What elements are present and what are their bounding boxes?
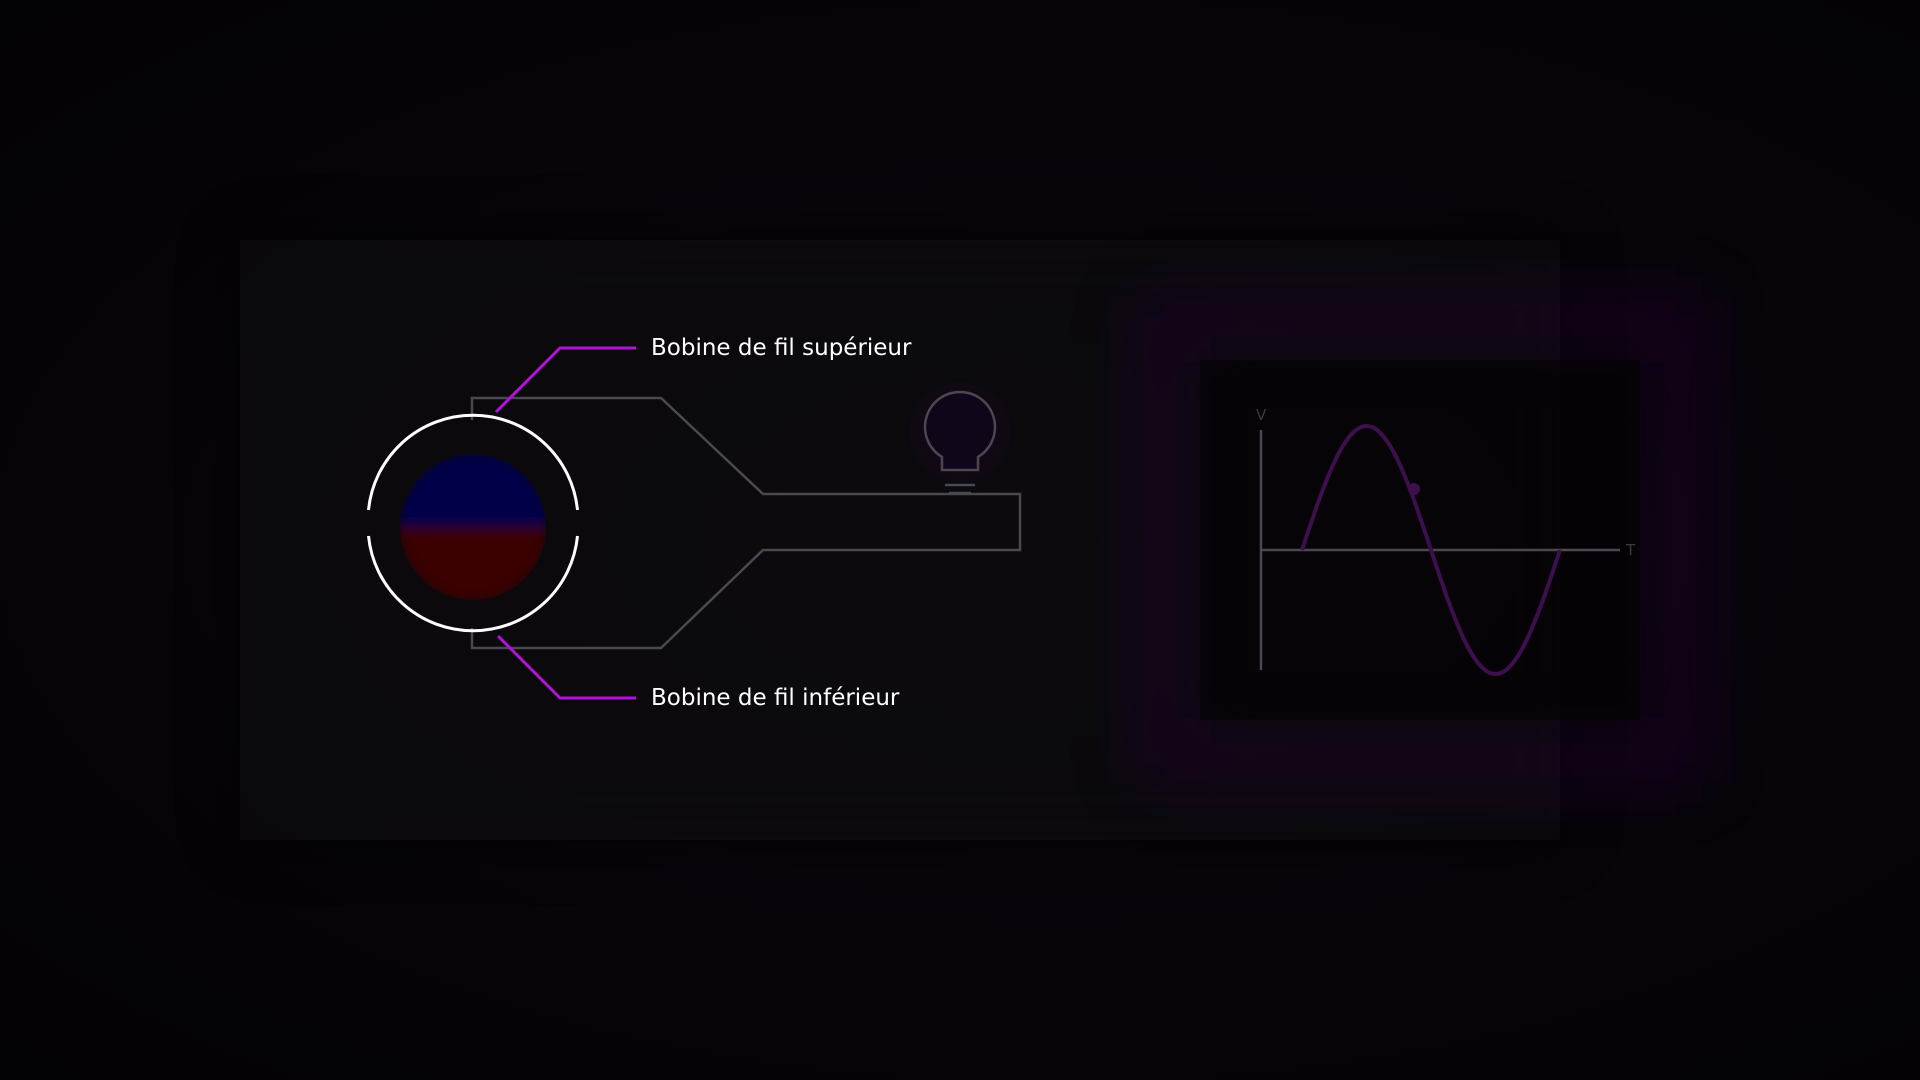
circuit-wires: [470, 396, 1022, 650]
sine-wave-marker: [1408, 483, 1420, 495]
y-axis-label: V: [1256, 406, 1267, 424]
magnet-core: [400, 454, 546, 600]
generator-magnet: [367, 413, 579, 633]
bulb-glass: [923, 390, 997, 472]
x-axis-label: T: [1625, 541, 1636, 559]
graph-panel: [1200, 360, 1640, 720]
graph-glow-frame: [1137, 297, 1703, 783]
circuit-loop: [470, 396, 1022, 650]
coil-ring-lower: [367, 535, 579, 633]
upper-coil-label: Bobine de fil supérieur: [651, 335, 912, 361]
voltage-graph: V T: [1256, 406, 1636, 677]
coil-ring-upper: [367, 413, 579, 511]
magnet-south-pole: [400, 527, 546, 600]
light-bulb-icon: [914, 386, 1006, 495]
sine-wave: [1300, 423, 1562, 677]
magnet-north-pole: [400, 454, 546, 527]
lower-coil-leader: [496, 634, 636, 700]
lower-coil-label: Bobine de fil inférieur: [651, 685, 900, 711]
upper-coil-leader: [494, 346, 636, 414]
